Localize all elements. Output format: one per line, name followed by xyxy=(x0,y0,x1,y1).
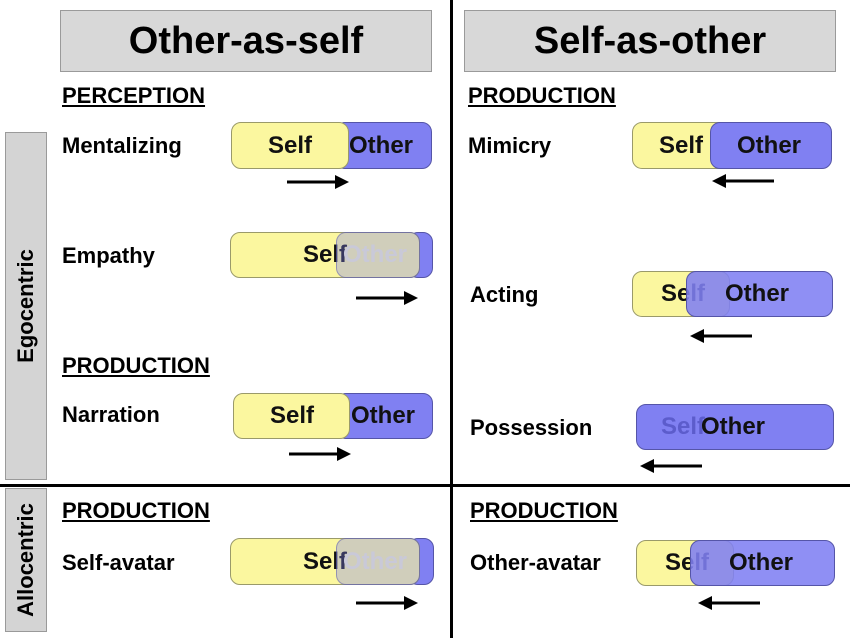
narration-other-pill: Other xyxy=(336,393,433,439)
mimicry-self-label: Self xyxy=(659,131,704,159)
term-narration: Narration xyxy=(62,402,160,427)
possession-other-label: Other xyxy=(701,413,766,440)
row-divider xyxy=(0,484,850,487)
row-header-allocentric: Allocentric xyxy=(5,488,47,632)
term-possession: Possession xyxy=(470,415,593,440)
term-mimicry: Mimicry xyxy=(468,133,552,158)
self-avatar-other-label: Other xyxy=(343,547,408,575)
empathy-arrow-icon xyxy=(356,291,418,305)
acting-other-pill: Other xyxy=(686,271,833,317)
row-label-allocentric: Allocentric xyxy=(13,503,38,617)
other-avatar-arrow-icon xyxy=(698,596,760,610)
left-production-heading: PRODUCTION xyxy=(62,353,210,378)
column-header-self-as-other: Self-as-other xyxy=(464,10,836,72)
row-header-egocentric: Egocentric xyxy=(5,132,47,480)
row-label-egocentric: Egocentric xyxy=(13,249,38,363)
narration-self-pill: Self xyxy=(233,393,350,439)
mentalizing-arrow-icon xyxy=(287,175,349,189)
mentalizing-self-pill: Self xyxy=(231,122,349,169)
right-allocentric-production-heading: PRODUCTION xyxy=(470,498,618,523)
mentalizing-other-label: Other xyxy=(349,131,414,159)
self-avatar-self-pill: Self xyxy=(230,538,420,585)
mentalizing-other-pill: Other xyxy=(335,122,432,169)
acting-other-label: Other xyxy=(725,280,790,307)
self-avatar-other-pill: Other xyxy=(336,538,420,585)
column-title-left: Other-as-self xyxy=(128,19,364,62)
left-allocentric-production-heading: PRODUCTION xyxy=(62,498,210,523)
empathy-self-label: Self xyxy=(303,241,348,268)
other-avatar-other-pill: Other xyxy=(690,540,835,586)
empathy-self-pill: Self xyxy=(230,232,420,278)
column-header-other-as-self: Other-as-self xyxy=(60,10,432,72)
term-self-avatar: Self-avatar xyxy=(62,550,175,575)
left-perception-heading: PERCEPTION xyxy=(62,83,206,108)
term-other-avatar: Other-avatar xyxy=(470,550,601,575)
term-mentalizing: Mentalizing xyxy=(62,133,182,158)
center-divider xyxy=(450,0,453,638)
acting-arrow-icon xyxy=(690,329,752,343)
mentalizing-self-label: Self xyxy=(268,131,313,159)
narration-other-label: Other xyxy=(351,402,416,429)
other-avatar-other-label: Other xyxy=(729,549,794,576)
self-avatar-arrow-icon xyxy=(356,596,418,610)
empathy-other-label: Other xyxy=(343,241,408,268)
self-avatar-self-label: Self xyxy=(303,547,348,575)
term-acting: Acting xyxy=(470,282,539,307)
mimicry-arrow-icon xyxy=(712,174,774,188)
right-production-heading: PRODUCTION xyxy=(468,83,616,108)
empathy-other-pill: Other xyxy=(336,232,420,278)
mimicry-other-label: Other xyxy=(737,131,802,159)
possession-other-pill: Self Other xyxy=(636,404,834,450)
column-title-right: Self-as-other xyxy=(533,19,767,62)
narration-self-label: Self xyxy=(270,402,315,429)
possession-arrow-icon xyxy=(640,459,702,473)
term-empathy: Empathy xyxy=(62,243,155,268)
possession-self-label: Self xyxy=(661,413,706,440)
mimicry-other-pill: Other xyxy=(710,122,832,169)
narration-arrow-icon xyxy=(289,447,351,461)
